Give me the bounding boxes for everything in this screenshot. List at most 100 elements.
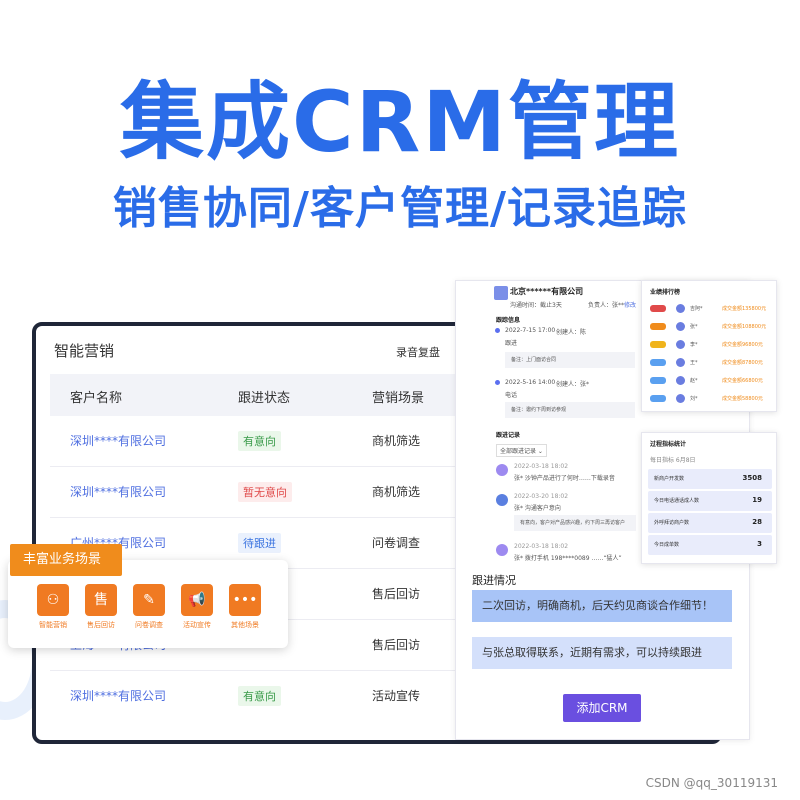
timeline-type: 跟进 (505, 340, 518, 347)
people-network-icon: ⚇ (37, 584, 69, 616)
ranking-row: 刘* 成交金额58800元 (650, 393, 772, 405)
table-row[interactable]: 深圳****有限公司 有意向 活动宣传 (50, 671, 480, 722)
status-badge: 暂无意向 (238, 482, 292, 502)
scenario-label: 智能营销 (39, 621, 67, 629)
ranking-row: 王* 成交金额87800元 (650, 357, 772, 369)
add-crm-button[interactable]: 添加CRM (563, 694, 641, 722)
rank-name: 王* (690, 360, 698, 366)
company-name: 北京******有限公司 (510, 287, 584, 296)
rank-name: 李* (690, 342, 698, 348)
follow-up-entry[interactable]: 二次回访，明确商机，后天约见商谈合作细节！ (472, 590, 732, 622)
stat-value: 19 (752, 496, 762, 504)
column-header-status: 跟进状态 (238, 391, 291, 406)
scenario-smart-marketing[interactable]: ⚇ 智能营销 (28, 584, 78, 630)
scenario-after-sale[interactable]: 售 售后回访 (76, 584, 126, 630)
table-row[interactable]: 深圳****有限公司 暂无意向 商机筛选 (50, 467, 480, 518)
stat-label: 今日电话通话成人数 (654, 498, 700, 504)
rank-badge (650, 305, 666, 312)
rank-amount: 成交金额66800元 (722, 378, 763, 384)
avatar (676, 304, 685, 313)
timeline-creator: 创建人：张* (556, 381, 590, 388)
records-title: 跟进记录 (496, 432, 521, 439)
more-icon: ••• (229, 584, 261, 616)
scenario-survey[interactable]: ✎ 问卷调查 (124, 584, 174, 630)
edit-link[interactable]: 修改 (624, 302, 637, 309)
rank-amount: 成交金额58800元 (722, 396, 763, 402)
detail-meta: 沟通时间：截止3天 (510, 302, 562, 309)
rank-amount: 成交金额96800元 (722, 342, 763, 348)
record-note: 有意向，客户对产品感兴趣，约下周三再访客户 (514, 515, 636, 531)
timeline-time: 2022-5-16 14:00 (505, 379, 556, 386)
avatar (496, 464, 508, 476)
building-icon (494, 286, 508, 300)
ranking-row: 李* 成交金额96800元 (650, 339, 772, 351)
avatar (676, 340, 685, 349)
rank-badge (650, 359, 666, 366)
stat-label: 新商户开发数 (654, 476, 685, 482)
record-time: 2022-03-20 18:02 (514, 493, 569, 500)
table-header: 客户名称 跟进状态 营销场景 (50, 374, 480, 416)
rank-amount: 成交金额108800元 (722, 324, 767, 330)
panel-title: 智能营销 (54, 342, 115, 360)
rank-badge (650, 377, 666, 384)
scenario-label: 售后回访 (87, 621, 115, 629)
scene-cell: 售后回访 (372, 587, 421, 601)
customer-name[interactable]: 深圳****有限公司 (70, 485, 167, 499)
avatar (676, 358, 685, 367)
status-badge: 待跟进 (238, 533, 281, 553)
records-filter-dropdown[interactable]: 全部跟进记录 ⌄ (496, 444, 547, 457)
scene-cell: 活动宣传 (372, 689, 421, 703)
timeline-creator: 创建人：陈 (556, 329, 587, 336)
performance-ranking-card: 业绩排行榜 吉阿* 成交金额135800元 张* 成交金额108800元 李* … (641, 280, 777, 412)
customer-name[interactable]: 深圳****有限公司 (70, 689, 167, 703)
stat-item: 今日成单数 3 (648, 535, 772, 555)
follow-up-entry[interactable]: 与张总取得联系，近期有需求，可以持续跟进 (472, 637, 732, 669)
ranking-title: 业绩排行榜 (650, 289, 681, 296)
ranking-row: 张* 成交金额108800元 (650, 321, 772, 333)
stats-subtitle: 每日指标 6月8日 (650, 457, 696, 464)
after-sale-icon: 售 (85, 584, 117, 616)
stat-label: 外呼拜访商户数 (654, 520, 690, 526)
rank-amount: 成交金额87800元 (722, 360, 763, 366)
rank-badge (650, 341, 666, 348)
scenario-promotion[interactable]: 📢 活动宣传 (172, 584, 222, 630)
ranking-row: 赵* 成交金额66800元 (650, 375, 772, 387)
stat-value: 3 (757, 540, 762, 548)
stat-value: 3508 (742, 474, 762, 482)
scene-cell: 售后回访 (372, 638, 421, 652)
avatar (676, 376, 685, 385)
column-header-scene: 营销场景 (372, 391, 425, 406)
stat-item: 新商户开发数 3508 (648, 469, 772, 489)
scenario-other[interactable]: ••• 其他场景 (220, 584, 270, 630)
megaphone-icon: 📢 (181, 584, 213, 616)
rank-name: 赵* (690, 378, 698, 384)
rank-badge (650, 323, 666, 330)
column-header-customer: 客户名称 (70, 391, 123, 406)
rank-name: 张* (690, 324, 698, 330)
scene-cell: 问卷调查 (372, 536, 421, 550)
rank-name: 吉阿* (690, 306, 703, 312)
stat-item: 外呼拜访商户数 28 (648, 513, 772, 533)
table-row[interactable]: 深圳****有限公司 有意向 商机筛选 (50, 416, 480, 467)
survey-icon: ✎ (133, 584, 165, 616)
timeline-time: 2022-7-15 17:00 (505, 327, 556, 334)
avatar (676, 322, 685, 331)
scenario-label: 问卷调查 (135, 621, 163, 629)
follow-up-title: 跟进情况 (472, 574, 516, 587)
customer-name[interactable]: 深圳****有限公司 (70, 434, 167, 448)
process-stats-card: 过程指标统计 每日指标 6月8日 新商户开发数 3508 今日电话通话成人数 1… (641, 432, 777, 564)
timeline-note: 备注：上门面访合同 (505, 352, 635, 368)
scenarios-tag: 丰富业务场景 (10, 544, 122, 576)
timeline-title: 跟踪信息 (496, 317, 521, 324)
record-time: 2022-03-18 18:02 (514, 463, 569, 470)
status-badge: 有意向 (238, 686, 281, 706)
avatar (496, 494, 508, 506)
record-review-button[interactable]: 录音复盘 (396, 346, 440, 359)
rank-amount: 成交金额135800元 (722, 306, 767, 312)
stats-title: 过程指标统计 (650, 441, 687, 448)
avatar (676, 394, 685, 403)
timeline-note: 备注：邀约下周到访参观 (505, 402, 635, 418)
avatar (496, 544, 508, 556)
stat-value: 28 (752, 518, 762, 526)
rank-name: 刘* (690, 396, 698, 402)
